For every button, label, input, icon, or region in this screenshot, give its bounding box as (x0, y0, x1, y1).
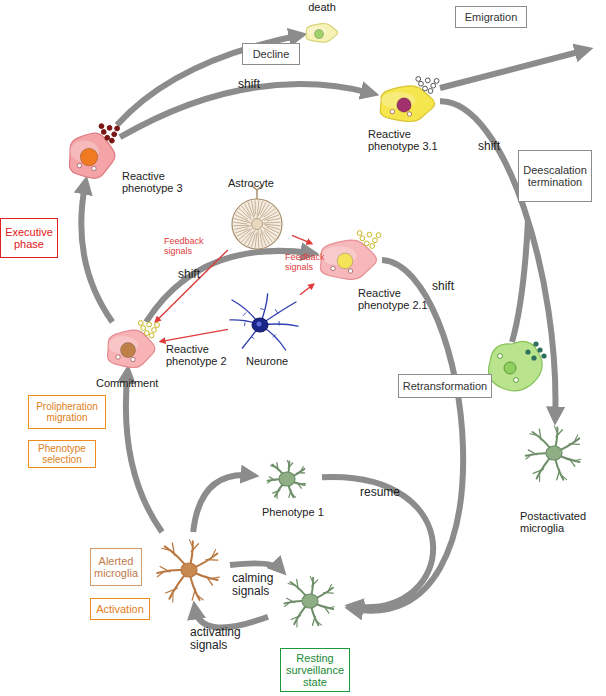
cell-node: Postactivated microglia (520, 418, 588, 488)
cell-node: death (300, 16, 342, 46)
cell-label: Reactive phenotype 2.1 (358, 287, 442, 311)
microglia-ramified-cell (268, 570, 352, 632)
transition-arrow (193, 475, 252, 532)
transition-arrow (322, 477, 433, 607)
stage-box: Executive phase (0, 218, 58, 258)
cell-node: Reactive phenotype 3 (62, 125, 120, 183)
state-label-box: Alerted microglia (90, 548, 142, 586)
cell-label: Astrocyte (228, 177, 288, 189)
cell-label: Reactive phenotype 2 (166, 343, 250, 367)
box-label: Emigration (465, 11, 518, 23)
feedback-arrow (300, 284, 314, 295)
transition-arrow (81, 183, 112, 322)
edge-label: shift (178, 268, 218, 281)
cell-node: Phenotype 1 (252, 455, 322, 503)
feedback-arrow (160, 329, 228, 341)
box-label: Deescalation termination (521, 164, 589, 188)
cell-label: Reactive phenotype 3 (122, 170, 206, 194)
microglia-reactive-cell (372, 78, 440, 126)
microglia-ramified-cell (252, 455, 322, 503)
edge-label: shift (432, 280, 472, 293)
box-label: Phenotype selection (31, 443, 93, 465)
stage-box: Decline (242, 43, 300, 65)
edge-label: shift (478, 140, 518, 153)
deescalation-branch (512, 220, 528, 342)
cell-label: Neurone (246, 355, 306, 367)
stage-box: Prolipheration migration (28, 395, 106, 429)
cell-label: Reactive phenotype 3.1 (368, 128, 452, 152)
cell-label: Postactivated microglia (520, 510, 604, 534)
cell-node: Astrocyte (222, 192, 292, 250)
stage-box: Emigration (455, 6, 527, 28)
edge-label: shift (238, 78, 278, 91)
edge-label: Feedback signals (164, 236, 214, 256)
stage-box: Deescalation termination (518, 150, 592, 202)
microglia-reactive-cell (62, 125, 120, 183)
transition-arrow (117, 35, 300, 125)
cell-node: Reactive phenotype 3.1 (372, 78, 440, 126)
cell-node: Alerted microglia (148, 532, 230, 608)
box-label: Decline (253, 48, 290, 60)
stage-box: Activation (90, 598, 150, 620)
box-label: Executive phase (3, 226, 55, 250)
cell-label: death (300, 1, 344, 13)
astrocyte-illustration (222, 192, 292, 250)
stage-box: Retransformation (398, 374, 492, 398)
feedback-arrow (155, 250, 228, 322)
cell-node: Neurone (228, 292, 300, 354)
microglia-reactive-cell (300, 16, 342, 46)
cell-node: Resting surveillance state (268, 570, 352, 632)
stage-label: Commitment (96, 377, 158, 389)
cell-node: Reactive phenotype 2 (100, 322, 160, 372)
edge-label: activating signals (190, 626, 252, 652)
transition-arrow (120, 84, 372, 137)
edge-label: resume (360, 486, 410, 499)
feedback-arrow (292, 235, 312, 243)
cell-label: Phenotype 1 (262, 506, 342, 518)
microglia-reactive-cell (100, 322, 160, 372)
stage-box: Phenotype selection (28, 440, 96, 468)
edge-label: Feedback signals (285, 252, 335, 272)
emigration-arrow (440, 50, 586, 88)
transition-arrow (195, 608, 268, 627)
box-label: Retransformation (403, 380, 487, 392)
transition-arrow (352, 260, 463, 611)
microglia-ramified-cell (148, 532, 230, 608)
microglia-ramified-cell (520, 418, 588, 488)
state-label-box: Resting surveillance state (280, 648, 350, 692)
box-label: Prolipheration migration (31, 401, 103, 423)
transition-arrow (230, 563, 281, 570)
edge-label: calming signals (232, 572, 282, 598)
retransforming-cell (489, 341, 547, 391)
neurone-illustration (228, 292, 300, 354)
transition-arrow (440, 101, 555, 418)
box-label: Activation (96, 603, 144, 615)
transition-arrow (126, 372, 162, 532)
